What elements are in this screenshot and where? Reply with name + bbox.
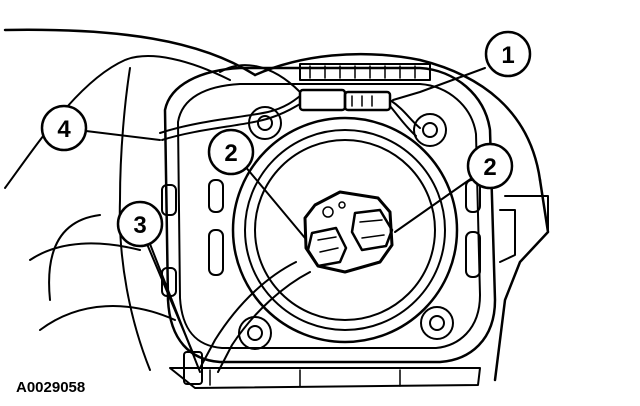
callout-2-right: 2 <box>466 142 514 190</box>
callout-2-left: 2 <box>207 128 255 176</box>
steering-wheel-rim <box>3 28 550 389</box>
hub-housing <box>161 63 497 364</box>
svg-text:4: 4 <box>57 116 71 143</box>
svg-text:2: 2 <box>224 140 237 167</box>
clockspring <box>231 116 459 344</box>
svg-text:3: 3 <box>133 212 146 239</box>
right-airbag-connector <box>350 208 394 252</box>
callout-3: 3 <box>116 200 164 248</box>
svg-text:1: 1 <box>501 42 514 69</box>
upper-connector <box>298 88 392 112</box>
leader-lines <box>85 67 486 373</box>
callout-4: 4 <box>40 104 88 152</box>
figure-id: A0029058 <box>16 379 85 396</box>
left-airbag-connector <box>306 226 348 268</box>
svg-text:2: 2 <box>483 154 496 181</box>
callout-1: 1 <box>484 30 532 78</box>
